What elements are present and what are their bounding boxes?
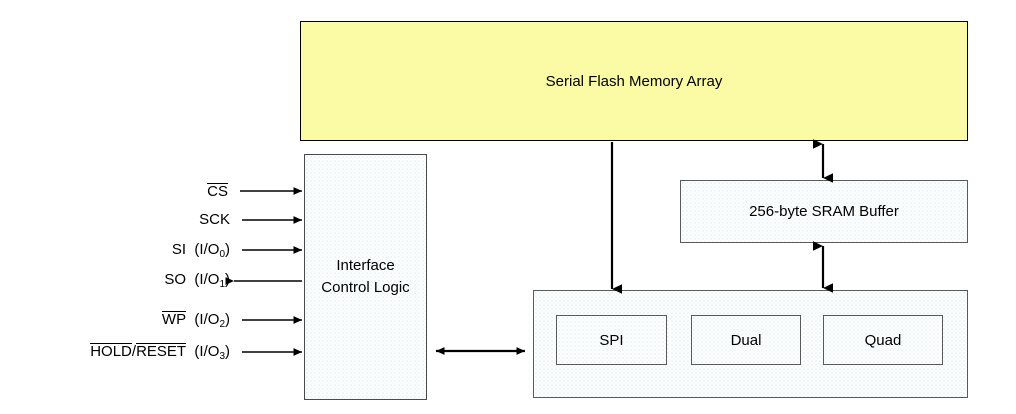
block-serial-flash-memory-array: Serial Flash Memory Array: [300, 21, 968, 141]
signal-label-si: SI (I/O0): [171, 241, 230, 260]
signal-wp-io-sub: 2: [219, 319, 225, 330]
signal-si-text: SI: [171, 241, 187, 258]
signal-reset-text: RESET: [136, 343, 187, 360]
signal-label-hold-reset: HOLD/RESET (I/O3): [90, 343, 230, 362]
interface-logic-label-line1: Interface: [336, 257, 395, 275]
signal-hold-reset-io-sub: 3: [219, 351, 225, 362]
signal-wp-text: WP: [161, 311, 187, 328]
mode-spi-label: SPI: [599, 331, 624, 349]
sram-buffer-label: 256-byte SRAM Buffer: [749, 203, 899, 220]
signal-si-io-sub: 0: [219, 249, 225, 260]
flash-array-label: Serial Flash Memory Array: [545, 72, 723, 90]
signal-si-io: I/O: [199, 241, 220, 258]
block-mode-dual: Dual: [691, 315, 801, 365]
block-sram-buffer: 256-byte SRAM Buffer: [680, 180, 968, 243]
signal-hold-reset-io: I/O: [199, 343, 220, 360]
signal-so-io: I/O: [199, 271, 220, 288]
signal-sck-text: SCK: [199, 211, 230, 228]
interface-logic-label-line2: Control Logic: [321, 279, 410, 296]
signal-so-io-sub: 1: [219, 279, 225, 290]
mode-dual-label: Dual: [730, 331, 762, 349]
signal-so-text: SO: [164, 271, 187, 288]
block-mode-spi: SPI: [556, 315, 667, 365]
signal-cs-text: CS: [207, 183, 228, 200]
signal-label-so: SO (I/O1): [164, 271, 230, 290]
signal-label-sck: SCK: [60, 212, 230, 227]
signal-label-wp: WP (I/O2): [161, 311, 230, 330]
mode-quad-label: Quad: [864, 331, 902, 349]
block-interface-control-logic: Interface Control Logic: [304, 154, 427, 400]
block-mode-quad: Quad: [823, 315, 943, 365]
signal-wp-io: I/O: [199, 311, 220, 328]
signal-label-cs: CS: [60, 183, 228, 200]
signal-hold-text: HOLD: [90, 343, 132, 360]
